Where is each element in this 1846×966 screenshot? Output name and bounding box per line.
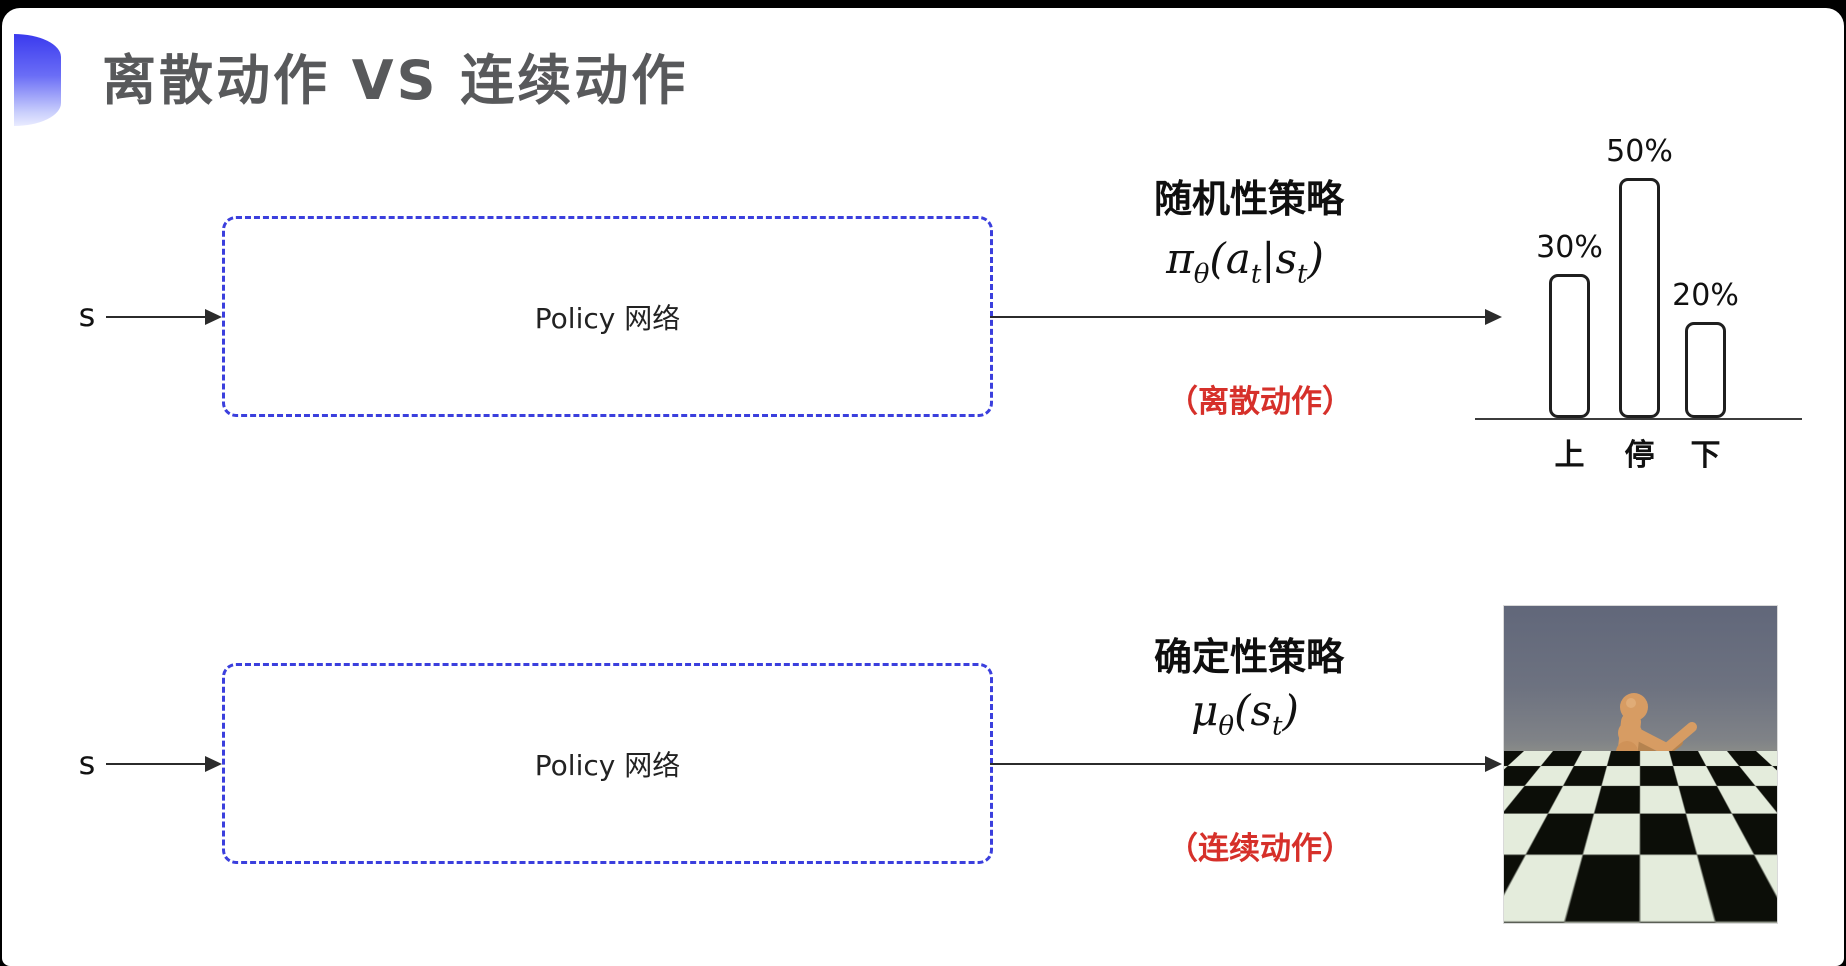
bar-category-label: 下 (1690, 438, 1721, 473)
probability-bar (1619, 178, 1660, 418)
top-output-arrow-line (990, 316, 1486, 318)
formula-arg1: a (1225, 234, 1251, 283)
top-input-arrowhead-icon (205, 309, 222, 325)
bar-category-label: 停 (1624, 438, 1655, 473)
top-output-arrowhead-icon (1485, 309, 1502, 325)
top-action-type-label: （离散动作） (1167, 384, 1353, 420)
top-input-arrow-line (106, 316, 206, 318)
top-policy-network-label: Policy 网络 (534, 301, 681, 335)
title-bullet-sphere-icon (14, 34, 61, 126)
top-policy-formula: πθ(at|st) (1080, 234, 1410, 289)
formula-symbol-subscript: θ (1218, 711, 1235, 742)
formula-arg1-subscript: t (1272, 711, 1283, 742)
bottom-input-state-label: s (78, 744, 96, 782)
probability-bar (1685, 322, 1726, 418)
bottom-input-arrowhead-icon (205, 756, 222, 772)
probability-bar (1549, 274, 1590, 418)
formula-symbol: π (1166, 234, 1194, 283)
formula-arg1: s (1250, 686, 1273, 735)
scene-floor-reflection (1532, 864, 1652, 908)
scene-horizon-haze (1504, 751, 1777, 777)
formula-pipe: | (1261, 234, 1276, 283)
bar-value-label: 30% (1536, 230, 1603, 265)
formula-symbol: μ (1191, 686, 1219, 735)
action-probability-bar-chart: 30% 上 50% 停 20% 下 (1475, 120, 1802, 473)
bottom-action-type-label: （连续动作） (1167, 831, 1353, 867)
bottom-input-arrow-line (106, 763, 206, 765)
formula-arg2: s (1275, 234, 1298, 283)
bottom-output-arrowhead-icon (1485, 756, 1502, 772)
formula-paren-open: ( (1209, 234, 1226, 283)
formula-paren-close: ) (1282, 686, 1299, 735)
slide-canvas: 离散动作 VS 连续动作 s Policy 网络 随机性策略 πθ(at|st)… (2, 8, 1844, 966)
bottom-policy-name: 确定性策略 (1153, 635, 1344, 679)
formula-paren-close: ) (1307, 234, 1324, 283)
bar-value-label: 50% (1606, 134, 1673, 169)
humanoid-robot-figure (1589, 693, 1697, 873)
chart-baseline-axis (1475, 418, 1802, 420)
top-policy-network-box: Policy 网络 (222, 216, 993, 417)
bottom-policy-formula: μθ(st) (1080, 686, 1410, 741)
formula-symbol-subscript: θ (1193, 259, 1210, 290)
page-title: 离散动作 VS 连续动作 (102, 49, 689, 112)
top-input-state-label: s (78, 296, 96, 334)
humanoid-robot-image (1503, 605, 1778, 924)
bottom-output-arrow-line (990, 763, 1486, 765)
bar-value-label: 20% (1672, 278, 1739, 313)
bottom-policy-network-label: Policy 网络 (534, 748, 681, 782)
formula-arg2-subscript: t (1297, 259, 1308, 290)
formula-paren-open: ( (1234, 686, 1251, 735)
bar-category-label: 上 (1554, 438, 1585, 473)
bottom-policy-network-box: Policy 网络 (222, 663, 993, 864)
formula-arg1-subscript: t (1250, 259, 1262, 290)
top-policy-name: 随机性策略 (1153, 177, 1344, 221)
